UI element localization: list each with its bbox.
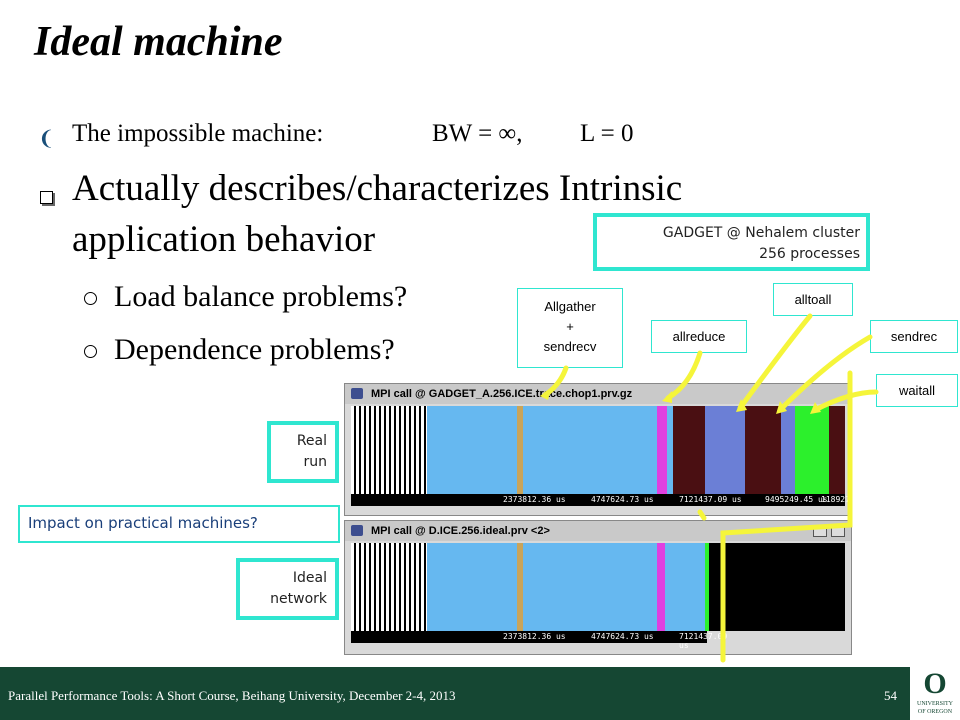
- bullet-swirl-icon: ❨: [38, 126, 55, 150]
- page-number: 54: [884, 688, 897, 703]
- university-logo: O UNIVERSITY OF OREGON: [910, 667, 960, 720]
- cluster-callout-line1: GADGET @ Nehalem cluster: [662, 225, 860, 241]
- waitall-label: waitall: [876, 374, 958, 407]
- window-menu-icon[interactable]: [351, 388, 363, 399]
- checkbox-bullet-icon: [40, 191, 53, 204]
- timeline-compute-region-2: [523, 406, 657, 494]
- sendrec-label: sendrec: [870, 320, 958, 353]
- timeline-init-region: [351, 406, 427, 494]
- timeline-wait-region: [673, 406, 705, 494]
- allreduce-label: allreduce: [651, 320, 747, 353]
- footer-text: Parallel Performance Tools: A Short Cour…: [8, 688, 456, 703]
- timeline-waitall-region: [795, 406, 829, 494]
- timeline-alltoall-region: [705, 406, 745, 494]
- allreduce-arrow: [665, 350, 703, 401]
- timeline-allreduce-marker: [657, 406, 667, 494]
- logo-university-text: UNIVERSITY: [917, 701, 953, 707]
- alltoall-arrow: [737, 313, 813, 411]
- trace-window-title: MPI call @ D.ICE.256.ideal.prv <2>: [371, 525, 550, 537]
- real-run-callout: Real run: [267, 421, 339, 483]
- timeline-tail-region: [829, 406, 845, 494]
- footer-bar: [0, 667, 960, 720]
- circle-bullet-icon: [84, 345, 97, 358]
- timeline-sendrec-region: [781, 406, 795, 494]
- allgather-text: Allgather: [544, 299, 596, 314]
- logo-letter: O: [923, 667, 947, 700]
- cluster-callout: GADGET @ Nehalem cluster 256 processes: [593, 213, 870, 271]
- timeline-compute-region-3: [665, 543, 705, 631]
- sub-bullet-dependence: Dependence problems?: [114, 333, 395, 366]
- allgather-sendrecv-label: Allgather + sendrecv: [517, 288, 623, 368]
- real-run-trace-window[interactable]: MPI call @ GADGET_A.256.ICE.trace.chop1.…: [344, 383, 860, 516]
- timeline-init-region: [351, 543, 427, 631]
- sub-bullet-load-balance: Load balance problems?: [114, 280, 408, 313]
- logo-oregon-text: OF OREGON: [917, 709, 953, 715]
- timeline-compute-region: [427, 543, 517, 631]
- trace-window-title: MPI call @ GADGET_A.256.ICE.trace.chop1.…: [371, 388, 633, 400]
- timeline-compute-region-2: [523, 543, 657, 631]
- bullet-bandwidth: BW = ∞,: [432, 120, 523, 147]
- waitall-arrow: [812, 389, 879, 413]
- timeline-empty-region: [709, 543, 845, 631]
- timeline-allgather-marker: [517, 406, 523, 494]
- tick-label: 2373812.36 us: [503, 495, 566, 504]
- ideal-network-time-axis: 2373812.36 us 4747624.73 us 7121437.09 u…: [351, 631, 727, 650]
- real-run-line2: run: [303, 454, 327, 470]
- real-run-line1: Real: [296, 433, 327, 449]
- plus-text: +: [566, 319, 574, 334]
- circle-bullet-icon: [84, 292, 97, 305]
- slide-title: Ideal machine: [34, 19, 283, 65]
- ideal-network-line2: network: [270, 591, 327, 607]
- real-run-timeline[interactable]: [351, 406, 845, 494]
- bullet-intrinsic-line2: application behavior: [72, 219, 376, 260]
- arrowhead: [810, 402, 821, 414]
- arrowhead: [540, 388, 551, 400]
- tick-label: 2373812.36 us: [503, 632, 566, 641]
- arrowhead: [776, 401, 787, 414]
- timeline-waitall-marker: [705, 543, 709, 631]
- real-run-time-axis: 2373812.36 us 4747624.73 us 7121437.09 u…: [351, 494, 860, 506]
- tick-label: 4747624.73 us: [591, 632, 654, 641]
- trace-window-titlebar[interactable]: MPI call @ GADGET_A.256.ICE.trace.chop1.…: [345, 384, 851, 404]
- tick-label: 9495249.45 us: [765, 495, 828, 504]
- alltoall-label: alltoall: [773, 283, 853, 316]
- tick-label: 7121437.09 us: [679, 495, 742, 504]
- ideal-network-line1: Ideal: [292, 570, 327, 586]
- bullet-impossible-machine: The impossible machine:: [72, 120, 324, 147]
- ideal-network-trace-window[interactable]: MPI call @ D.ICE.256.ideal.prv <2> 23738…: [344, 520, 852, 655]
- ideal-network-callout: Ideal network: [236, 558, 339, 620]
- bracket-joint: [697, 509, 707, 521]
- arrowhead: [662, 391, 672, 403]
- timeline-compute-region: [427, 406, 517, 494]
- sendrec-arrow: [777, 334, 873, 413]
- tick-label: 4747624.73 us: [591, 495, 654, 504]
- timeline-allgather-marker: [517, 543, 523, 631]
- comparison-bracket: [720, 370, 853, 663]
- sendrecv-text: sendrecv: [543, 339, 597, 354]
- timeline-compute-region-3: [667, 406, 673, 494]
- window-menu-icon[interactable]: [351, 525, 363, 536]
- tick-label: 7121437.09 us: [679, 632, 728, 650]
- timeline-allreduce-marker: [657, 543, 665, 631]
- ideal-network-timeline[interactable]: [351, 543, 845, 631]
- arrowhead: [736, 399, 747, 412]
- cluster-callout-line2: 256 processes: [759, 246, 860, 262]
- impact-callout: Impact on practical machines?: [18, 505, 340, 543]
- bullet-intrinsic-line1: Actually describes/characterizes Intrins…: [72, 168, 683, 209]
- tick-label: 11892799: [821, 495, 860, 504]
- timeline-wait-region-2: [745, 406, 781, 494]
- bullet-latency: L = 0: [580, 120, 634, 147]
